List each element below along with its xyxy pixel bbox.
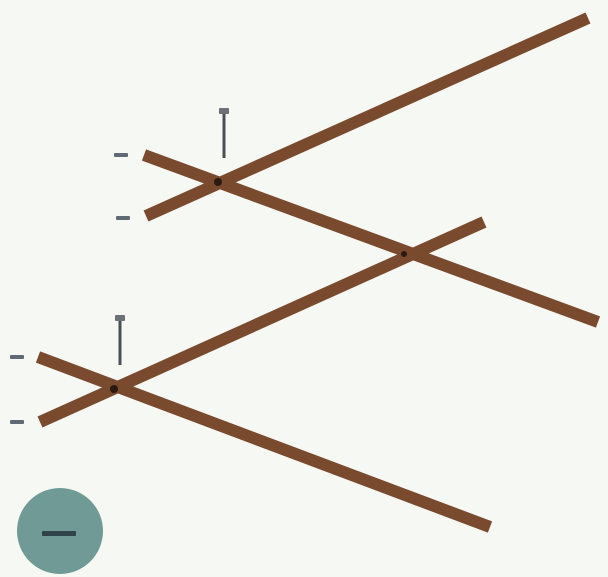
minus-sign-icon <box>10 420 24 424</box>
upper-lower-stick <box>144 155 598 322</box>
upper-pivot-point <box>214 178 222 186</box>
lower-pivot-point <box>110 385 118 393</box>
lower-pin-head <box>115 315 125 321</box>
minus-sign-icon <box>116 216 130 220</box>
middle-crossing-point <box>401 251 407 257</box>
lower-long-stick <box>40 222 484 422</box>
badge-minus <box>42 531 76 536</box>
minus-sign-icon <box>10 355 24 359</box>
minus-sign-icon <box>114 153 128 157</box>
upper-pin-head <box>219 108 229 114</box>
lower-lower-stick <box>38 357 490 527</box>
minus-circle-icon <box>17 488 103 574</box>
lower-stick-pair <box>38 222 490 527</box>
